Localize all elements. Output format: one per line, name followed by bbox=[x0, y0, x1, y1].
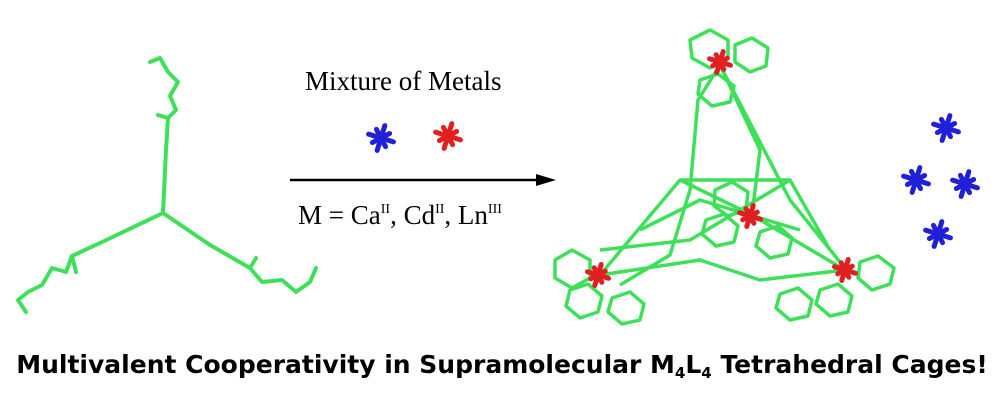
ln-oxidation: III bbox=[487, 202, 502, 217]
cage-metal-top-icon bbox=[706, 48, 734, 76]
eq-sep1: , Cd bbox=[390, 200, 436, 230]
blue-metal-icon bbox=[366, 123, 396, 153]
eq-sep2: , Ln bbox=[444, 200, 488, 230]
title-part1: Multivalent Cooperativity in Supramolecu… bbox=[16, 350, 675, 379]
title-sub2: 4 bbox=[701, 364, 712, 382]
figure-title: Multivalent Cooperativity in Supramolecu… bbox=[0, 350, 1004, 382]
free-metal-blue-icon bbox=[931, 113, 961, 143]
metal-ions bbox=[366, 48, 980, 289]
ca-oxidation: II bbox=[380, 202, 391, 217]
ligand bbox=[16, 56, 318, 314]
reaction-arrow bbox=[290, 174, 556, 186]
title-part2: Tetrahedral Cages! bbox=[711, 350, 988, 379]
free-metal-blue-icon bbox=[950, 169, 980, 199]
cage-metal-left-icon bbox=[584, 261, 612, 289]
reagent-label: Mixture of Metals bbox=[305, 66, 502, 96]
metal-condition-label: M = CaII, CdII, LnIII bbox=[298, 200, 502, 231]
cd-oxidation: II bbox=[435, 202, 445, 217]
red-metal-icon bbox=[433, 121, 463, 151]
free-metal-blue-icon bbox=[901, 165, 931, 195]
title-mid: L bbox=[685, 350, 702, 379]
title-sub1: 4 bbox=[674, 364, 686, 382]
cage-metal-right-icon bbox=[831, 256, 859, 284]
eq-prefix: M = Ca bbox=[298, 200, 381, 230]
cage-metal-center-icon bbox=[736, 202, 764, 230]
free-metal-blue-icon bbox=[923, 219, 953, 249]
